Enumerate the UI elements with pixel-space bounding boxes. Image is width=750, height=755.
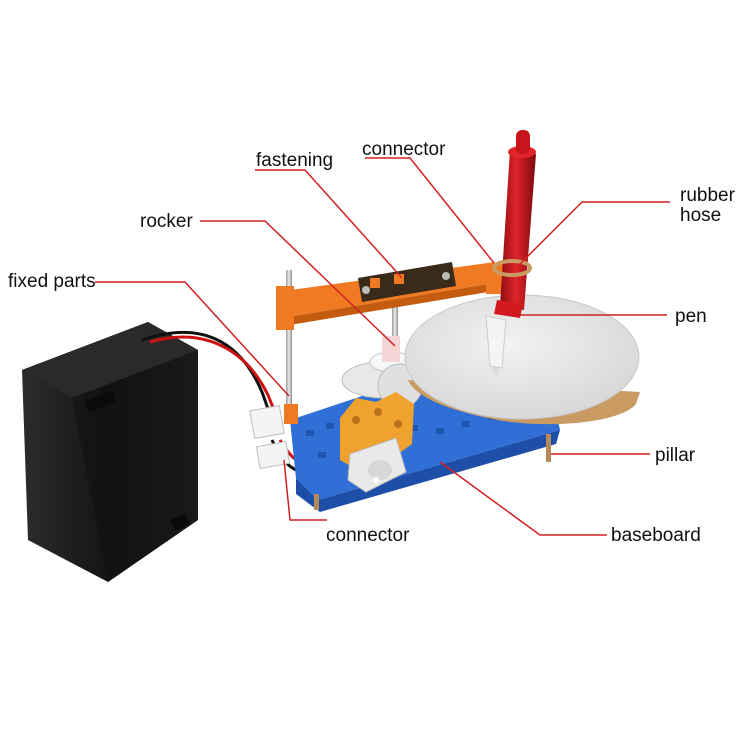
label-fixed-parts: fixed parts xyxy=(8,271,96,292)
pen-icon xyxy=(485,130,536,378)
leader-line-rubber-hose xyxy=(515,201,670,269)
leader-line-rocker xyxy=(200,220,396,347)
label-rubber-hose-line2: hose xyxy=(680,204,722,226)
leader-line-connector-top xyxy=(365,157,495,264)
leader-line-baseboard xyxy=(439,461,607,536)
label-rocker: rocker xyxy=(140,211,193,232)
label-pillar: pillar xyxy=(655,445,696,466)
label-rubber-hose-line1: rubber xyxy=(680,185,735,206)
label-baseboard: baseboard xyxy=(611,525,701,546)
label-fastening: fastening xyxy=(256,150,334,171)
fixed-parts xyxy=(284,270,398,424)
leader-line-fastening xyxy=(255,169,403,279)
battery-box-icon xyxy=(22,322,198,582)
wire-connector xyxy=(249,405,291,470)
label-connector-top: connector xyxy=(362,139,446,160)
fastening-part xyxy=(358,262,456,302)
label-rubber-hose: rubber hose xyxy=(680,186,735,226)
leader-line-connector-bottom xyxy=(283,459,327,521)
leader-line-fixed-parts xyxy=(95,281,290,397)
label-connector-bottom: connector xyxy=(326,525,410,546)
leader-lines xyxy=(95,157,670,536)
drawing-disc xyxy=(404,294,640,425)
label-pen: pen xyxy=(675,306,707,327)
gear-motor-icon xyxy=(340,392,414,493)
pillar-part xyxy=(314,434,551,510)
